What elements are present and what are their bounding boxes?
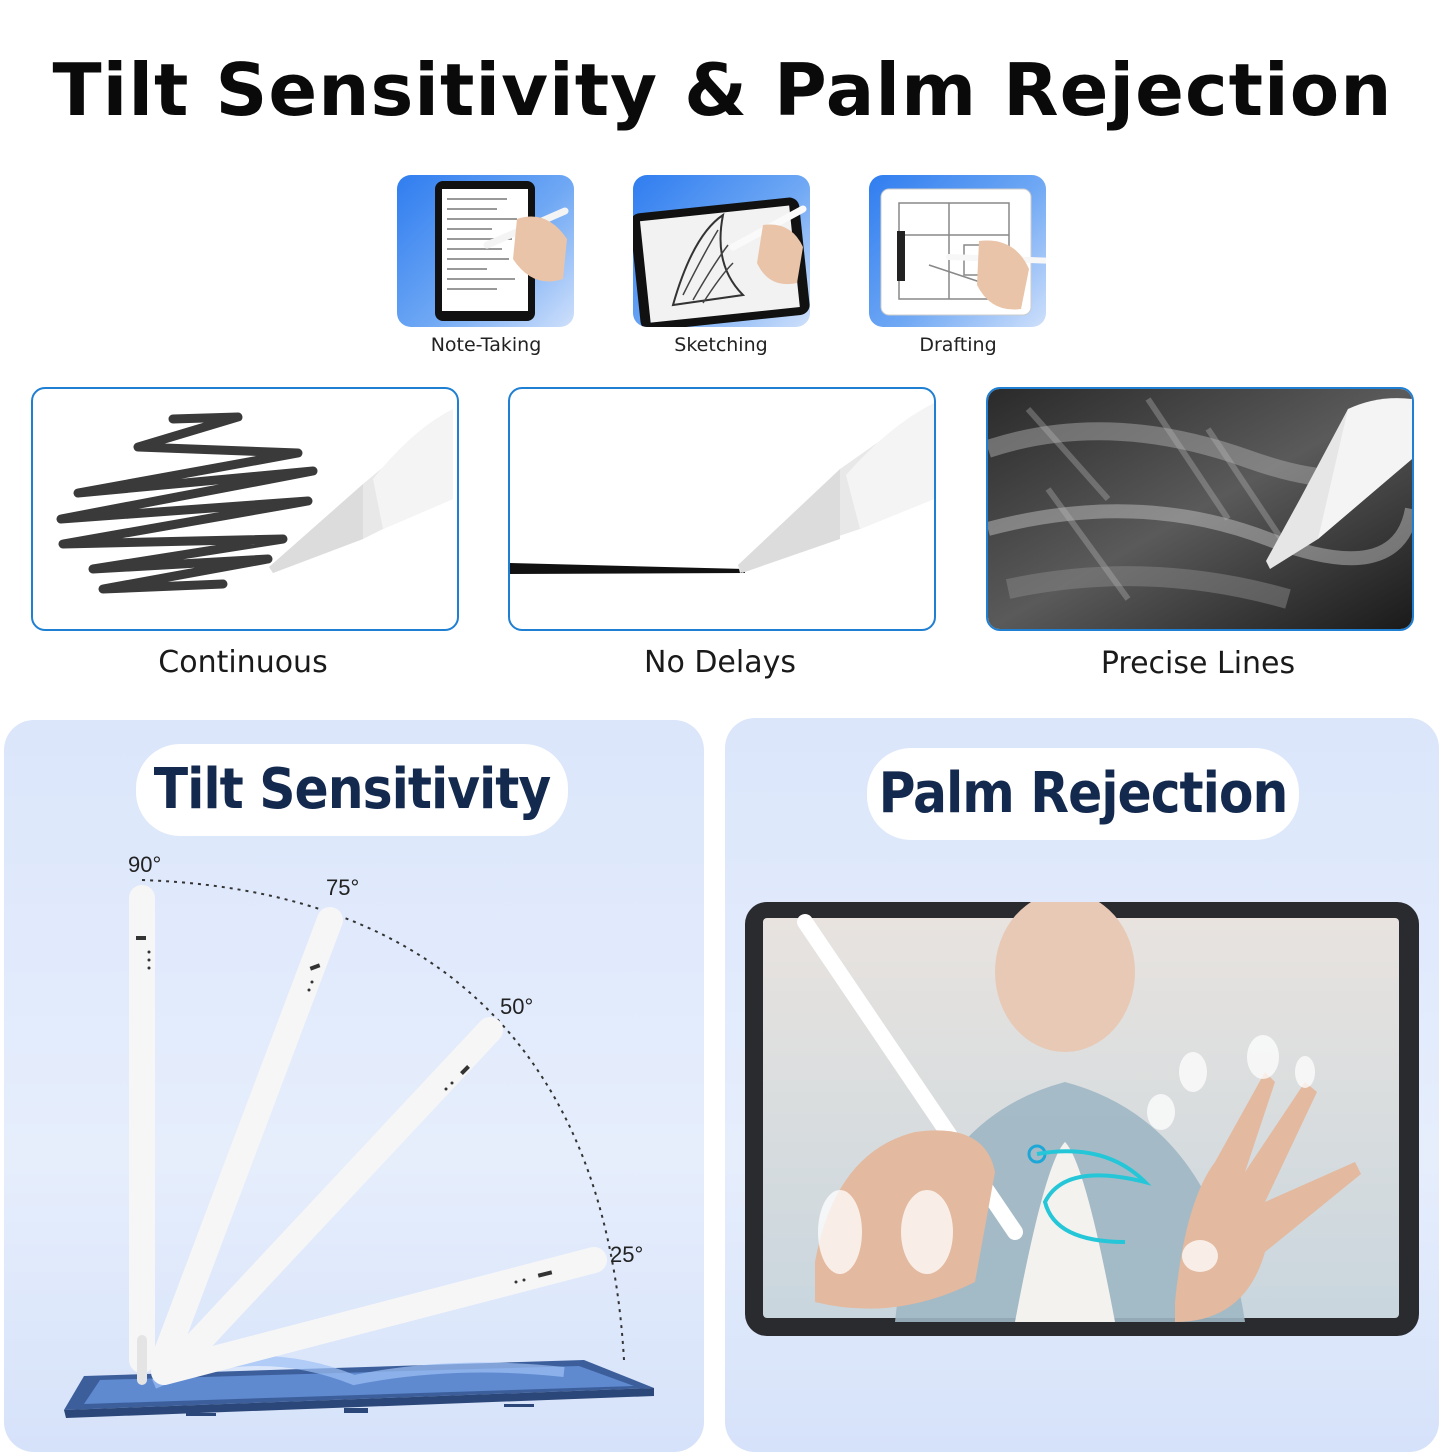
palm-rejection-tablet-illustration	[745, 902, 1419, 1336]
use-case-label-drafting: Drafting	[919, 334, 997, 356]
angle-label-75: 75°	[326, 875, 360, 900]
use-case-label-sketching: Sketching	[674, 334, 768, 356]
tilt-sensitivity-heading: Tilt Sensitivity	[136, 744, 568, 836]
palm-rejection-panel: Palm Rejection	[725, 718, 1439, 1452]
continuous-illustration	[31, 387, 459, 631]
drafting-tablet-icon	[869, 175, 1046, 327]
no-delays-illustration	[508, 387, 936, 631]
angle-label-90: 90°	[128, 852, 162, 877]
feature-label-continuous: Continuous	[158, 645, 328, 680]
palm-rejection-heading: Palm Rejection	[867, 748, 1299, 840]
precise-lines-illustration	[986, 387, 1414, 631]
use-case-label-note-taking: Note-Taking	[430, 334, 542, 356]
feature-label-no-delays: No Delays	[644, 645, 796, 680]
note-taking-tablet-icon	[397, 175, 574, 327]
angle-label-50: 50°	[500, 994, 534, 1019]
feature-label-precise-lines: Precise Lines	[1100, 646, 1296, 681]
tilt-sensitivity-panel: Tilt Sensitivity 90° 75° 50° 25°	[4, 720, 704, 1452]
page-title: Tilt Sensitivity & Palm Rejection	[52, 48, 1393, 132]
angle-label-25: 25°	[610, 1242, 644, 1267]
tilt-pencils-illustration	[64, 879, 654, 1418]
sketching-tablet-icon	[633, 175, 810, 327]
